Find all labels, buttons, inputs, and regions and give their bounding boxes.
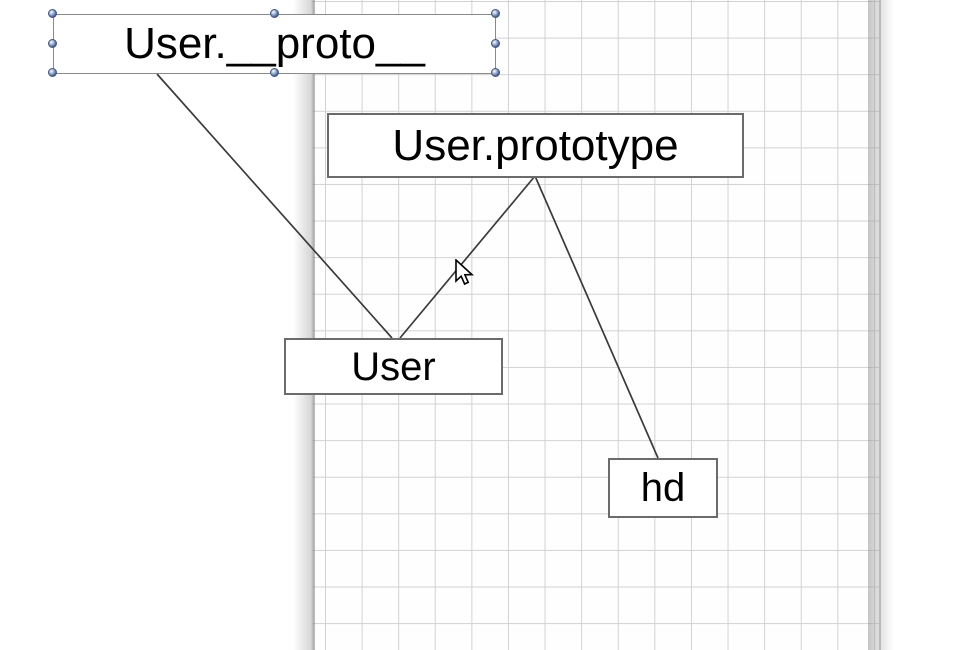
selection-handle-6[interactable]: [270, 68, 279, 77]
selection-handle-3[interactable]: [48, 39, 57, 48]
selection-handle-5[interactable]: [48, 68, 57, 77]
selection-handle-4[interactable]: [491, 39, 500, 48]
shape-label-user: User: [351, 344, 436, 389]
diagram-page-grid: [313, 0, 880, 650]
page-edge-shadow-left: [293, 0, 315, 650]
selection-handle-7[interactable]: [491, 68, 500, 77]
shape-label-user-proto: User.__proto__: [124, 19, 425, 68]
shape-user-prototype[interactable]: User.prototype: [327, 113, 744, 178]
selection-handle-1[interactable]: [270, 9, 279, 18]
shape-user-proto[interactable]: User.__proto__: [53, 14, 496, 74]
shape-user[interactable]: User: [284, 338, 503, 395]
shape-label-hd: hd: [640, 466, 686, 510]
shape-hd[interactable]: hd: [608, 458, 718, 518]
selection-handle-0[interactable]: [48, 9, 57, 18]
shape-label-user-prototype: User.prototype: [392, 120, 679, 170]
selection-handle-2[interactable]: [491, 9, 500, 18]
page-edge-right: [879, 0, 881, 650]
